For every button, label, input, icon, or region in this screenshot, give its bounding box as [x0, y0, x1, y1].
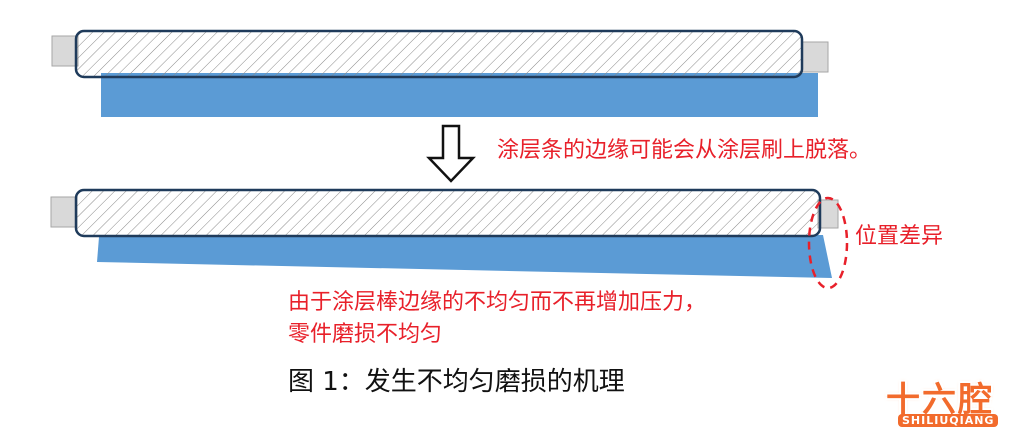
- position-difference-marker: [807, 196, 849, 290]
- upper-coating-part: [101, 73, 818, 117]
- lower-assembly: [50, 188, 849, 290]
- upper-assembly: [51, 29, 829, 117]
- upper-right-end-block: [801, 41, 829, 73]
- brand-logo: 十六腔 SHILIUQIANG: [880, 372, 1008, 432]
- top-annotation: 涂层条的边缘可能会从涂层刷上脱落。: [497, 138, 872, 163]
- lower-coating-bar: [74, 188, 822, 238]
- down-arrow-icon: [426, 124, 476, 183]
- position-difference-label: 位置差异: [855, 224, 944, 249]
- lower-coating-part-tilted: [97, 235, 832, 278]
- logo-sub-text: SHILIUQIANG: [898, 414, 999, 427]
- upper-left-end-block: [51, 35, 79, 67]
- bottom-annotation-line-1: 由于涂层棒边缘的不均匀而不再增加压力，: [288, 290, 707, 315]
- bottom-annotation-line-2: 零件磨损不均匀: [288, 322, 443, 347]
- figure-caption: 图 1：发生不均匀磨损的机理: [288, 367, 625, 397]
- logo-main-text: 十六腔: [886, 380, 994, 420]
- bottom-annotation: 由于涂层棒边缘的不均匀而不再增加压力， 零件磨损不均匀: [288, 287, 706, 351]
- lower-left-end-block: [50, 196, 78, 228]
- upper-coating-bar: [74, 29, 804, 79]
